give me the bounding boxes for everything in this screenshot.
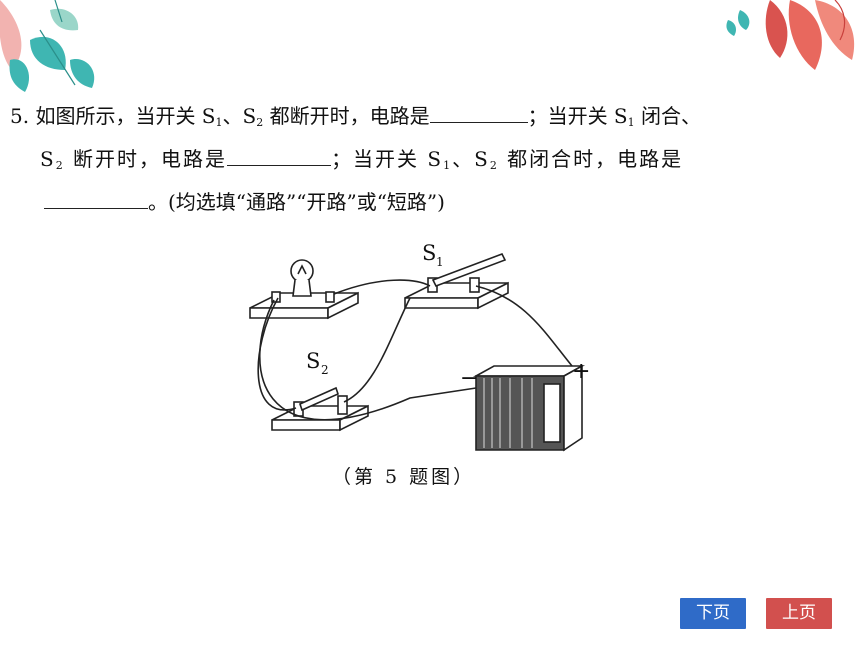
question-text-segment: 都断开时，电路是	[263, 104, 430, 128]
next-page-button[interactable]: 下页	[680, 598, 746, 629]
question-text-segment: 闭合、	[634, 104, 701, 128]
subscript: 2	[55, 159, 65, 172]
question-line-3: 。(均选填“通路”“开路”或“短路”)	[10, 184, 840, 220]
battery-minus-sign: −	[460, 366, 478, 391]
question-number: 5.	[10, 104, 30, 128]
question-text-segment: S	[40, 147, 56, 171]
question-text-segment: 断开时，电路是	[64, 147, 228, 171]
question-text: 5. 如图所示，当开关 S1、S2 都断开时，电路是；当开关 S1 闭合、 S2…	[10, 98, 840, 220]
answer-blank-3[interactable]	[44, 184, 148, 209]
battery-icon	[472, 364, 586, 452]
answer-blank-1[interactable]	[429, 98, 528, 123]
leaf-decoration-right	[726, 0, 855, 70]
circuit-wires	[257, 279, 573, 421]
previous-page-button[interactable]: 上页	[766, 598, 832, 629]
question-text-segment: 、S	[452, 147, 490, 171]
switch-s1	[404, 252, 509, 310]
subscript: 2	[489, 159, 499, 172]
bulb-icon	[290, 259, 314, 297]
question-text-segment: ；当开关 S	[527, 104, 628, 128]
subscript: 1	[443, 159, 453, 172]
question-text-segment: 、S	[222, 104, 257, 128]
circuit-diagram: S 1 S 2 − +	[249, 241, 590, 452]
battery-plus-sign: +	[572, 359, 590, 384]
switch-s2-subscript: 2	[321, 363, 329, 377]
question-text-segment: 都闭合时，电路是	[498, 147, 684, 171]
leaf-decoration-left	[0, 0, 95, 92]
question-line-2: S2 断开时，电路是；当开关 S1、S2 都闭合时，电路是	[10, 141, 840, 184]
subscript: 2	[256, 116, 264, 129]
switch-s2	[271, 386, 369, 432]
question-text-segment: 。(均选填“通路”“开路”或“短路”)	[148, 190, 445, 214]
figure-caption: （第 5 题图）	[332, 466, 476, 488]
switch-s1-subscript: 1	[436, 255, 444, 269]
question-text-segment: 如图所示，当开关 S	[35, 104, 216, 128]
switch-s1-label: S	[422, 241, 436, 265]
question-line-1: 5. 如图所示，当开关 S1、S2 都断开时，电路是；当开关 S1 闭合、	[10, 98, 840, 141]
switch-s2-label: S	[306, 349, 320, 373]
subscript: 1	[215, 116, 223, 129]
question-text-segment: ；当开关 S	[331, 147, 444, 171]
subscript: 1	[627, 116, 635, 129]
answer-blank-2[interactable]	[227, 141, 332, 166]
